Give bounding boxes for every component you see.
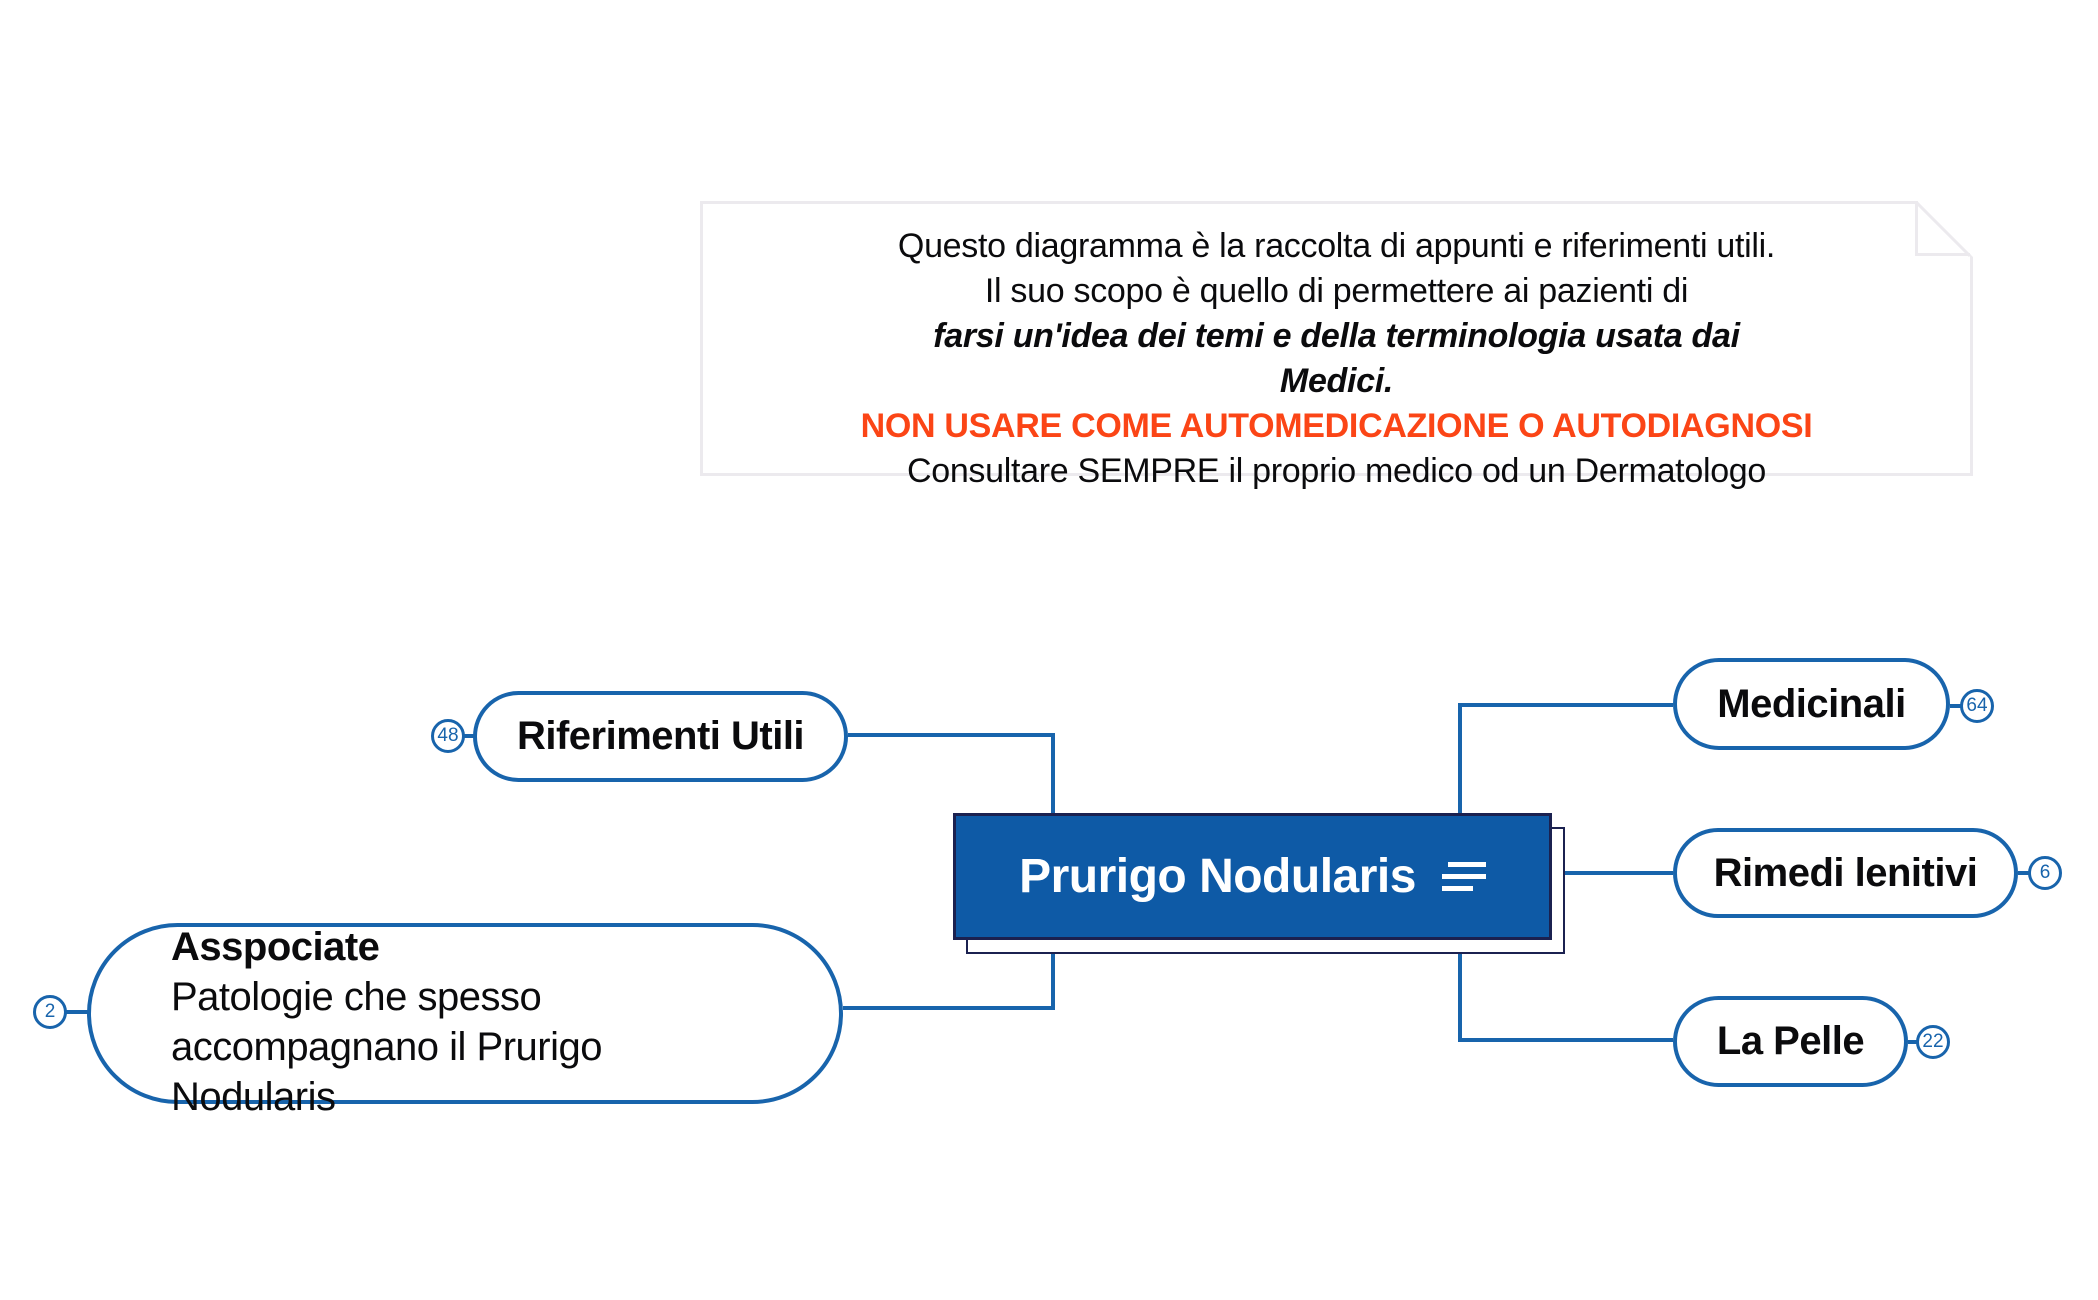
topic-label: Rimedi lenitivi: [1713, 850, 1978, 895]
disclaimer-text: Questo diagramma è la raccolta di appunt…: [703, 224, 1970, 494]
collapse-badge-medicinali[interactable]: 64: [1960, 689, 1994, 723]
connector-asspociate-badge: [64, 1010, 89, 1014]
folded-corner-icon: [1915, 201, 1973, 258]
note-line-3: farsi un'idea dei temi e della terminolo…: [933, 317, 1740, 355]
topic-title: Asspociate: [171, 924, 380, 969]
connector-riferimenti-badge: [464, 734, 474, 738]
note-line-4: Medici.: [1279, 362, 1394, 400]
note-warning-line: NON USARE COME AUTOMEDICAZIONE O AUTODIA…: [860, 407, 1813, 445]
topic-riferimenti-utili[interactable]: Riferimenti Utili: [473, 691, 848, 782]
connector-medicinali-vertical: [1458, 703, 1462, 817]
connector-riferimenti-vertical: [1051, 733, 1055, 815]
collapse-badge-lapelle[interactable]: 22: [1916, 1025, 1950, 1059]
collapse-badge-rimedi[interactable]: 6: [2028, 856, 2062, 890]
disclaimer-note[interactable]: Questo diagramma è la raccolta di appunt…: [700, 201, 1973, 490]
connector-lapelle-badge: [1908, 1040, 1918, 1044]
notes-icon[interactable]: [1441, 861, 1486, 892]
note-line-6: Consultare SEMPRE il proprio medico od u…: [906, 452, 1767, 490]
topic-asspociate[interactable]: Asspociate Patologie che spesso accompag…: [87, 923, 843, 1119]
topic-text: Asspociate Patologie che spesso accompag…: [91, 906, 602, 1122]
topic-rimedi-lenitivi[interactable]: Rimedi lenitivi: [1673, 828, 2018, 918]
connector-rimedi-horizontal: [1552, 871, 1673, 875]
topic-body-line-2: accompagnano il Prurigo: [171, 1024, 602, 1069]
collapse-badge-asspociate[interactable]: 2: [33, 995, 67, 1029]
connector-medicinali-badge: [1950, 704, 1962, 708]
connector-riferimenti-horizontal: [848, 733, 1055, 737]
connector-asspociate-horizontal: [843, 1006, 1055, 1010]
root-topic-label: Prurigo Nodularis: [1019, 850, 1416, 903]
topic-label: Medicinali: [1717, 681, 1906, 726]
connector-lapelle-horizontal: [1458, 1038, 1673, 1042]
connector-lapelle-vertical: [1458, 940, 1462, 1040]
topic-body-line-1: Patologie che spesso: [171, 974, 542, 1019]
connector-medicinali-horizontal: [1458, 703, 1673, 707]
root-topic-prurigo-nodularis[interactable]: Prurigo Nodularis: [953, 813, 1552, 940]
topic-label: La Pelle: [1716, 1019, 1865, 1063]
collapse-badge-riferimenti[interactable]: 48: [431, 719, 465, 753]
connector-asspociate-vertical: [1051, 940, 1055, 1010]
topic-label: Riferimenti Utili: [516, 714, 805, 758]
topic-medicinali[interactable]: Medicinali: [1673, 658, 1950, 750]
topic-body-line-3: Nodularis: [171, 1074, 336, 1119]
note-line-1: Questo diagramma è la raccolta di appunt…: [897, 227, 1776, 265]
connector-rimedi-badge: [2018, 871, 2030, 875]
note-line-2: Il suo scopo è quello di permettere ai p…: [984, 272, 1689, 310]
topic-la-pelle[interactable]: La Pelle: [1673, 996, 1908, 1087]
